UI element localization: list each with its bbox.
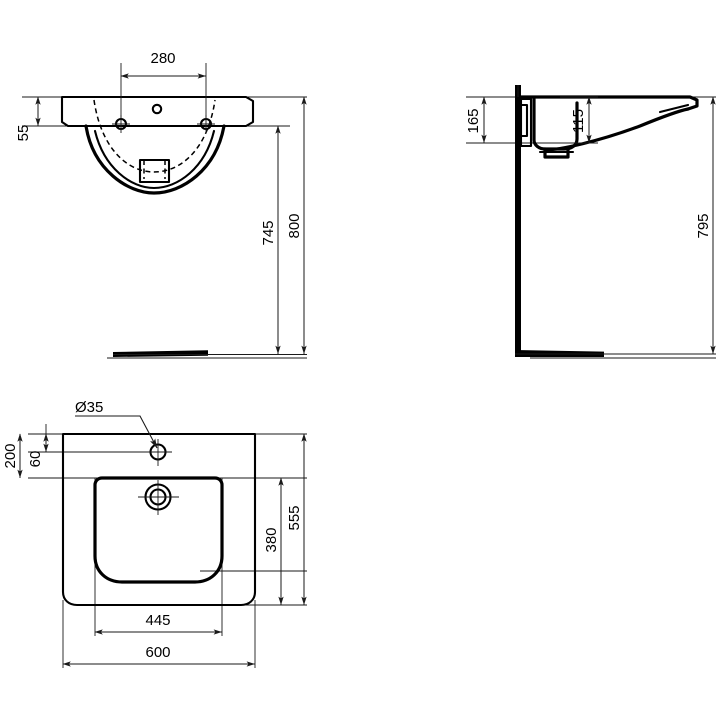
view-front-elevation: 280 55 745 800 (15, 50, 307, 359)
dimension-600-label: 600 (145, 644, 170, 661)
dimension-445-label: 445 (145, 612, 170, 629)
dimension-795-label: 795 (695, 213, 712, 238)
dimension-800: 800 (286, 96, 307, 355)
dimension-55: 55 (15, 96, 41, 142)
tap-hole-plan (144, 439, 172, 466)
view-side-elevation: 165 115 795 (465, 85, 716, 359)
dimension-555: 555 (286, 433, 307, 606)
basin-plan-outline (61, 432, 257, 607)
drain-hole-plan (138, 480, 179, 515)
view-plan: Ø35 60 200 380 555 (2, 399, 307, 668)
dimension-55-label: 55 (15, 125, 32, 142)
dimension-200-label: 200 (2, 443, 19, 468)
floor-line-front (113, 350, 307, 357)
dimension-445: 445 (94, 612, 223, 635)
dimension-60: 60 (27, 424, 49, 468)
dimension-200: 200 (2, 433, 23, 479)
dimension-115: 115 (560, 96, 598, 144)
dimension-280-label: 280 (150, 50, 175, 67)
wall-and-floor-side (515, 85, 716, 357)
dimension-745: 745 (260, 125, 281, 355)
dimension-745-label: 745 (260, 220, 277, 245)
diameter-35-leader: Ø35 (75, 399, 158, 449)
dimension-165-label: 165 (465, 108, 482, 133)
dimension-795: 795 (695, 96, 716, 355)
dimension-280: 280 (120, 50, 207, 120)
overflow-hole-front (151, 103, 163, 115)
dimension-380-label: 380 (263, 527, 280, 552)
dimension-165: 165 (465, 96, 487, 144)
diameter-35-label: Ø35 (75, 399, 103, 416)
bowl-plan-outline (93, 476, 224, 584)
dimension-555-label: 555 (286, 505, 303, 530)
dimension-380: 380 (263, 477, 284, 606)
basin-front-outline (60, 95, 255, 195)
dimension-600: 600 (62, 644, 256, 667)
dimension-115-label: 115 (570, 109, 587, 133)
dimension-800-label: 800 (286, 213, 303, 238)
dimension-60-label: 60 (27, 451, 44, 468)
